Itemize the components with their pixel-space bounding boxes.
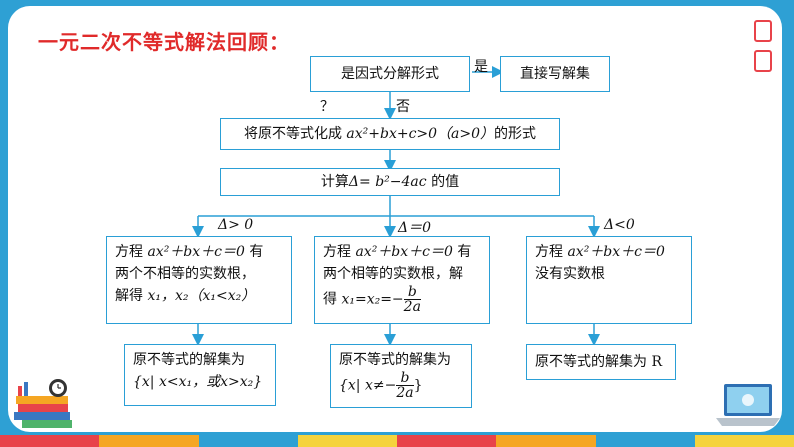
branch-zero-line1: 方程 ax²＋bx＋c＝0 有: [323, 241, 481, 263]
branch-positive-line3: 解得 x₁，x₂（x₁<x₂）: [115, 285, 283, 307]
equation: ax²＋bx＋c＝0: [567, 244, 665, 260]
branch-positive-box: 方程 ax²＋bx＋c＝0 有 两个不相等的实数根， 解得 x₁，x₂（x₁<x…: [106, 236, 292, 324]
text: }: [413, 377, 423, 394]
slide: 一元二次不等式解法回顾： 是因式分解形式 是 直接写解集 ？ 否 将原不等式化: [8, 6, 782, 432]
condition-positive: Δ> 0: [218, 217, 254, 233]
result-negative-line1: 原不等式的解集为 R: [535, 354, 662, 370]
result-negative-box: 原不等式的解集为 R: [526, 344, 676, 380]
branch-negative-line1: 方程 ax²＋bx＋c＝0: [535, 241, 683, 263]
convert-suffix: 的形式: [494, 126, 537, 142]
compute-expr: Δ= b²−4ac: [348, 174, 427, 190]
text: 解得: [115, 288, 148, 304]
branch-zero-line2: 两个相等的实数根，解: [323, 266, 463, 282]
stripe-segment: [0, 435, 100, 447]
convert-box: 将原不等式化成 ax²+bx+c>0（a>0）的形式: [220, 118, 560, 150]
text: {x| x≠−: [339, 377, 397, 394]
text: 有: [452, 244, 472, 260]
stripe-segment: [694, 435, 794, 447]
question-mark: ？: [320, 99, 334, 115]
stripe-segment: [99, 435, 199, 447]
discriminant-box: 计算Δ= b²−4ac 的值: [220, 168, 560, 196]
text: 方程: [323, 244, 356, 260]
denominator: 2a: [396, 385, 414, 401]
bottom-stripe: [0, 435, 794, 447]
direct-answer-label: 直接写解集: [520, 66, 590, 82]
direct-answer-box: 直接写解集: [500, 56, 610, 92]
result-positive-line1: 原不等式的解集为: [133, 352, 245, 368]
result-positive-line2: {x| x<x₁，或x>x₂}: [133, 374, 263, 390]
compute-suffix: 的值: [426, 174, 460, 190]
yes-label: 是: [474, 59, 488, 75]
books-clock-illustration: [14, 379, 72, 428]
equation: ax²＋bx＋c＝0: [355, 244, 453, 260]
convert-expr: ax²+bx+c>0（a>0）: [346, 126, 495, 142]
stripe-segment: [198, 435, 298, 447]
branch-negative-line2: 没有实数根: [535, 266, 605, 282]
stripe-segment: [595, 435, 695, 447]
stripe-segment: [297, 435, 397, 447]
text: 方程: [535, 244, 568, 260]
page-title: 一元二次不等式解法回顾：: [38, 30, 290, 54]
branch-positive-line1: 方程 ax²＋bx＋c＝0 有: [115, 241, 283, 263]
condition-zero: Δ＝0: [398, 220, 432, 236]
denominator: 2a: [403, 299, 421, 315]
stripe-segment: [496, 435, 596, 447]
equation: ax²＋bx＋c＝0: [147, 244, 245, 260]
result-positive-box: 原不等式的解集为 {x| x<x₁，或x>x₂}: [124, 344, 276, 406]
text: 方程: [115, 244, 148, 260]
compute-prefix: 计算: [320, 174, 349, 190]
branch-negative-box: 方程 ax²＋bx＋c＝0 没有实数根: [526, 236, 692, 324]
text: 得: [323, 291, 342, 308]
laptop-illustration: [716, 384, 780, 426]
stripe-segment: [397, 435, 497, 447]
roots: x₁，x₂（x₁<x₂）: [147, 288, 256, 304]
flow-connectors: [192, 66, 600, 346]
factor-check-box: 是因式分解形式: [310, 56, 470, 92]
roots: x₁=x₂=−: [341, 291, 404, 308]
factor-check-label: 是因式分解形式: [341, 66, 439, 82]
bookmark-icon: [754, 20, 772, 42]
text: 有: [244, 244, 264, 260]
numerator: b: [396, 371, 414, 386]
convert-prefix: 将原不等式化成: [243, 126, 347, 142]
no-label: 否: [396, 99, 410, 115]
branch-positive-line2: 两个不相等的实数根，: [115, 266, 255, 282]
result-zero-line1: 原不等式的解集为: [339, 352, 451, 368]
condition-negative: Δ<0: [604, 217, 635, 233]
numerator: b: [403, 285, 421, 300]
bookmark-icon: [754, 50, 772, 72]
